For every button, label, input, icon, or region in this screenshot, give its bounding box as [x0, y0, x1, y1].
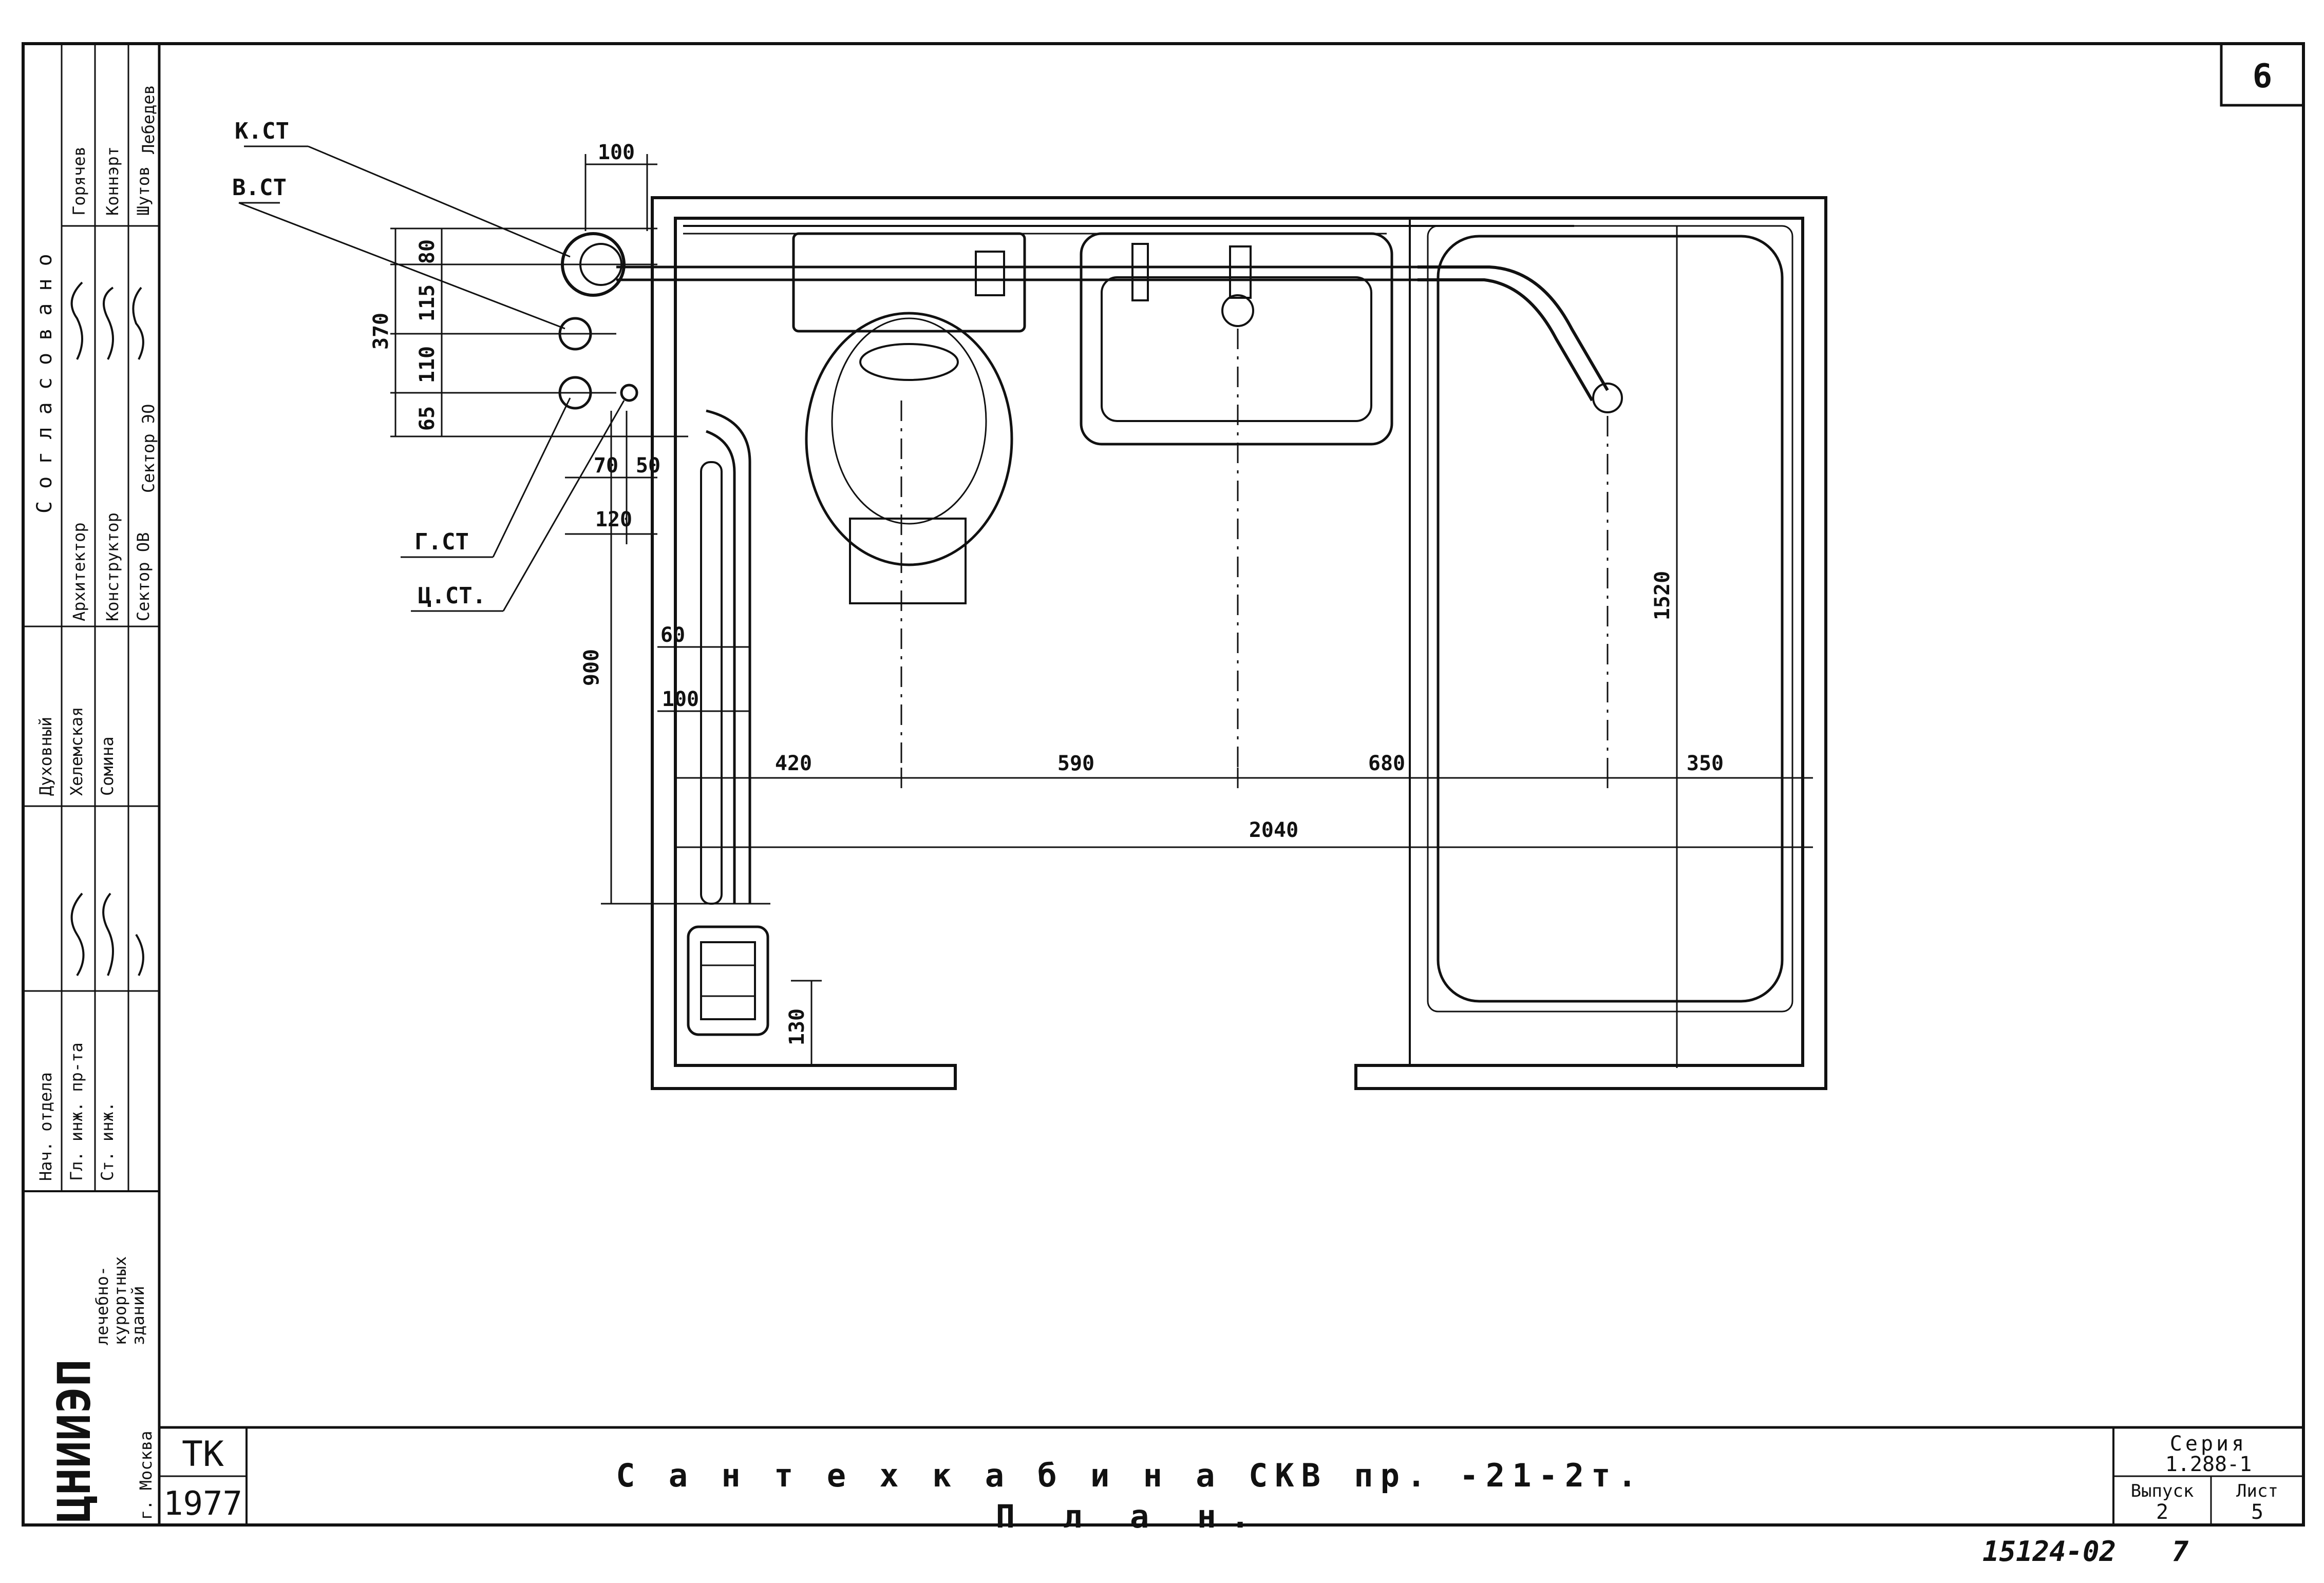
pipe-bath-1 — [1418, 265, 1609, 391]
org-line-1: лечебно- — [92, 1266, 112, 1345]
basin-drain-icon — [1221, 294, 1254, 327]
dim-60: 60 — [660, 623, 685, 647]
stamp-approval-role-2: Сектор ОВ — [134, 532, 153, 621]
stamp-approval-role-1: Конструктор — [103, 512, 122, 621]
dim-590: 590 — [1057, 752, 1094, 775]
bathtub-rim — [1427, 225, 1793, 1013]
floor-drain-grate — [700, 941, 756, 1020]
toilet-base — [849, 518, 967, 604]
cabin-walls — [651, 196, 1827, 1090]
dim-70: 70 — [594, 454, 618, 478]
fitting-3 — [1229, 245, 1252, 299]
org-logo: ЦНИИЭП — [48, 1359, 101, 1522]
sheet-frame — [22, 42, 2305, 1527]
washbasin-bowl — [1101, 276, 1372, 422]
issue-value: 2 — [2156, 1500, 2168, 1524]
footer-page: 7 — [2172, 1535, 2189, 1568]
dim-130: 130 — [785, 1008, 809, 1045]
fitting-2 — [1131, 243, 1149, 301]
stamp-approval-name-1: Коннэрт — [103, 146, 122, 216]
staff-role-2: Ст. инж. — [98, 1102, 117, 1181]
tk-code: ТК — [182, 1434, 224, 1475]
fitting-1 — [975, 251, 1005, 296]
stamp-approval-name-0: Горячев — [69, 146, 89, 216]
staff-signatures — [70, 892, 144, 977]
drawing-title: С а н т е х к а б и н а СКВ пр. -21-2т. — [616, 1457, 1644, 1494]
dim-100b: 100 — [662, 688, 699, 711]
dim-65: 65 — [415, 406, 439, 431]
staff-name-0: Духовный — [36, 717, 55, 796]
dim-115: 115 — [415, 284, 439, 321]
room-plan — [558, 196, 1827, 1090]
dim-80: 80 — [415, 239, 439, 264]
year: 1977 — [163, 1485, 242, 1523]
dim-420: 420 — [775, 752, 812, 775]
stamp-approval-name-2: Шутов — [134, 166, 153, 216]
bathtub — [1437, 235, 1784, 1003]
stamp-heading: С о г л а с о в а н о — [33, 254, 56, 513]
staff-role-1: Гл. инж. пр-та — [67, 1042, 86, 1181]
staff-name-1: Хелемская — [67, 707, 86, 796]
washbasin — [1080, 232, 1393, 446]
dimension-lines — [238, 145, 1813, 1068]
left-stamp: С о г л а с о в а н о Архитектор Констру… — [23, 44, 159, 1522]
org-line-3: зданий — [128, 1286, 148, 1345]
dim-110: 110 — [415, 346, 439, 383]
pipe-bath-2 — [1418, 278, 1594, 402]
towel-rail — [700, 461, 723, 905]
series-value: 1.288-1 — [2165, 1453, 2252, 1476]
dim-370: 370 — [369, 313, 393, 350]
approval-signatures — [70, 281, 144, 360]
sheet-value: 5 — [2251, 1500, 2263, 1524]
towel-rail-pipe-1 — [706, 409, 751, 904]
label-v-st: В.СТ — [232, 175, 287, 201]
dim-2040: 2040 — [1249, 818, 1298, 842]
toilet-outlet-icon — [859, 343, 959, 381]
dimension-texts: 100 80 115 110 65 370 70 50 120 900 60 1… — [369, 141, 1724, 1045]
towel-rail-pipe-2 — [706, 430, 736, 904]
dim-50: 50 — [636, 454, 660, 478]
label-g-st: Г.СТ — [414, 529, 469, 555]
footer-code: 15124-02 — [1982, 1535, 2116, 1568]
sheet-number: 6 — [2253, 58, 2273, 96]
org-line-2: курортных — [110, 1256, 130, 1345]
sheet-label: Лист — [2236, 1481, 2278, 1501]
riser-c-icon — [620, 384, 638, 402]
stamp-approval-role-0: Архитектор — [69, 522, 89, 621]
stamp-approval-role-3: Сектор ЭО — [139, 404, 158, 493]
label-k-st: К.СТ — [235, 118, 289, 144]
dim-900: 900 — [580, 649, 603, 686]
drawing-subtitle: П л а н. — [996, 1498, 1264, 1535]
org-line-4: г. Москва — [136, 1431, 156, 1520]
floor-drain — [687, 925, 769, 1036]
dim-120: 120 — [595, 508, 632, 531]
bath-mixer-icon — [1592, 383, 1623, 413]
label-c-st: Ц.СТ. — [418, 583, 486, 609]
staff-name-2: Сомина — [98, 736, 117, 796]
issue-label: Выпуск — [2131, 1481, 2194, 1501]
dim-1520: 1520 — [1651, 571, 1674, 620]
title-block: ТК 1977 С а н т е х к а б и н а СКВ пр. … — [159, 1426, 2303, 1535]
dim-100-top: 100 — [598, 141, 635, 164]
dim-680: 680 — [1368, 752, 1405, 775]
series-label: Серия — [2170, 1432, 2247, 1456]
staff-role-0: Нач. отдела — [36, 1072, 55, 1181]
stamp-approval-name-3: Лебедев — [139, 85, 158, 154]
sheet-number-box — [2220, 42, 2305, 107]
toilet-tank — [792, 232, 1026, 333]
dim-350: 350 — [1687, 752, 1724, 775]
toilet-bowl — [805, 312, 1013, 566]
toilet-bowl-inner — [831, 317, 987, 525]
